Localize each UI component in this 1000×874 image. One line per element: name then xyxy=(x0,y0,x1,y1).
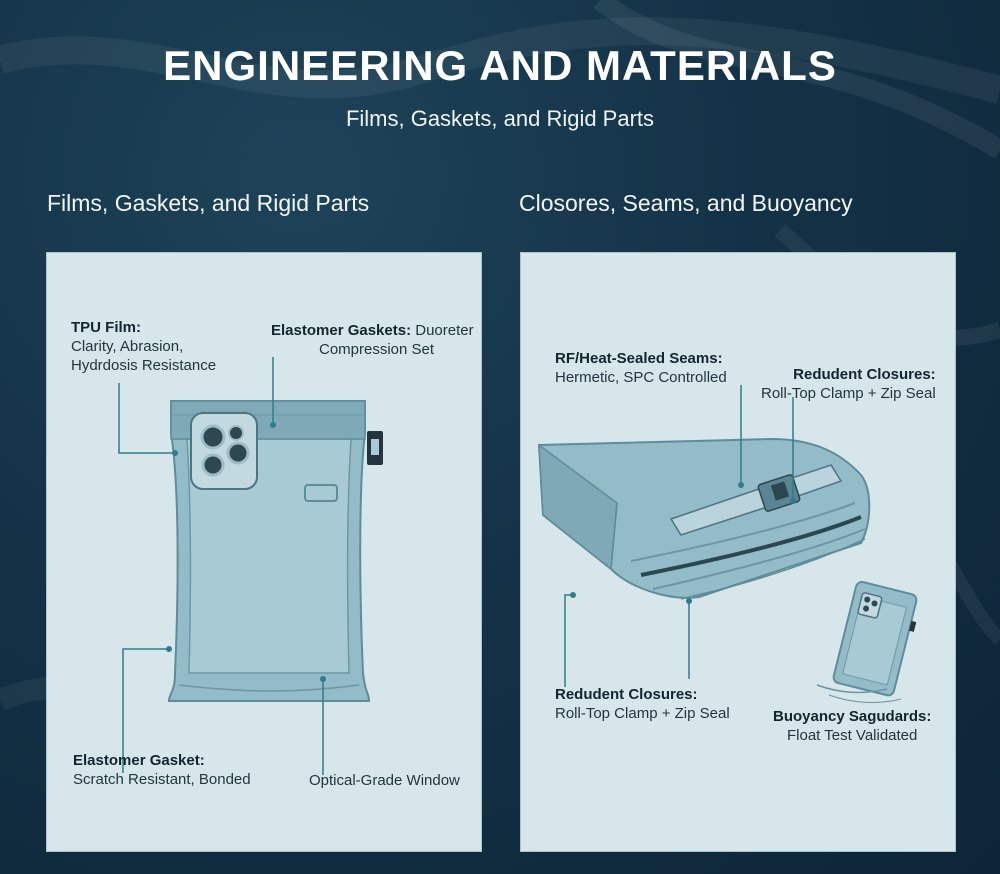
buoyancy-callout: Buoyancy Sagudards: Float Test Validated xyxy=(773,707,931,745)
optical-window-callout: Optical-Grade Window xyxy=(309,771,460,790)
rolltop-pouch-illustration xyxy=(537,385,918,703)
closures-top-line1: Roll-Top Clamp + Zip Seal xyxy=(761,385,936,402)
right-section-heading: Closores, Seams, and Buoyancy xyxy=(519,190,853,216)
seams-callout: RF/Heat-Sealed Seams: Hermetic, SPC Cont… xyxy=(555,349,727,387)
buoyancy-title: Buoyancy Sagudards: xyxy=(773,708,932,725)
elastomer-top-title: Elastomer Gaskets: xyxy=(271,322,412,339)
seams-line1: Hermetic, SPC Controlled xyxy=(555,369,727,386)
page-subtitle: Films, Gaskets, and Rigid Parts xyxy=(345,106,655,131)
right-diagram-panel: RF/Heat-Sealed Seams: Hermetic, SPC Cont… xyxy=(520,252,956,852)
elastomer-gaskets-top-callout: Elastomer Gaskets: Duoreter Compression … xyxy=(271,321,474,359)
closures-top-title: Redudent Closures: xyxy=(793,366,936,383)
tpu-film-title: TPU Film: xyxy=(71,319,141,336)
phone-pouch-illustration xyxy=(118,357,383,775)
left-diagram-panel: TPU Film: Clarity, Abrasion, Hydrdosis R… xyxy=(46,252,482,852)
elastomer-bottom-title: Elastomer Gasket: xyxy=(73,752,205,769)
elastomer-bottom-line1: Scratch Resistant, Bonded xyxy=(73,771,251,788)
tpu-film-line1: Clarity, Abrasion, xyxy=(71,338,184,355)
elastomer-top-line2: Compression Set xyxy=(319,341,435,358)
optical-window-title: Optical-Grade Window xyxy=(309,772,460,789)
closures-top-callout: Redudent Closures: Roll-Top Clamp + Zip … xyxy=(761,365,936,403)
buoyancy-line1: Float Test Validated xyxy=(787,727,918,744)
elastomer-top-line1: Duoreter xyxy=(415,322,474,339)
tpu-film-callout: TPU Film: Clarity, Abrasion, Hydrdosis R… xyxy=(71,318,216,375)
closures-bottom-title: Redudent Closures: xyxy=(555,686,698,703)
closures-bottom-callout: Redudent Closures: Roll-Top Clamp + Zip … xyxy=(555,685,730,723)
tpu-film-line2: Hydrdosis Resistance xyxy=(71,357,217,374)
closures-bottom-line1: Roll-Top Clamp + Zip Seal xyxy=(555,705,730,722)
left-section-heading: Films, Gaskets, and Rigid Parts xyxy=(47,190,370,216)
seams-title: RF/Heat-Sealed Seams: xyxy=(555,350,723,367)
elastomer-gasket-bottom-callout: Elastomer Gasket: Scratch Resistant, Bon… xyxy=(73,751,251,789)
page-title: ENGINEERING AND MATERIALS xyxy=(163,42,837,89)
